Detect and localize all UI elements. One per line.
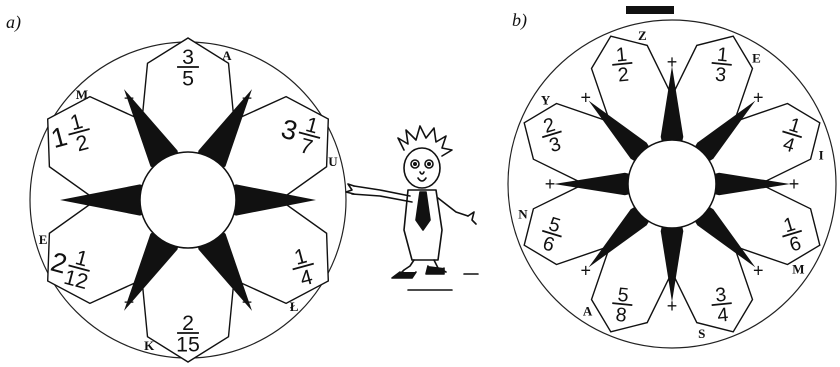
puzzle-b-denominator-7: 2 [617, 64, 630, 87]
puzzle-a-operator-5: − [124, 88, 135, 108]
puzzle-b-letter-5: N [518, 207, 528, 222]
puzzle-a-letter-3: K [144, 338, 155, 353]
puzzle-b-letter-2: M [792, 261, 804, 276]
puzzle-b-letter-3: S [698, 326, 705, 341]
puzzle-b-operator-2: + [753, 260, 764, 280]
puzzle-a-operator-4: − [65, 190, 76, 210]
puzzle-a-letter-1: U [328, 154, 338, 169]
puzzle-b-title: b) [512, 10, 527, 31]
puzzle-b-letter-1: I [819, 147, 824, 162]
puzzle-a-denominator-3: 15 [176, 333, 200, 357]
puzzle-b-denominator-0: 3 [714, 64, 727, 87]
puzzle-a-operator-1: − [301, 190, 312, 210]
puzzle-b-letter-4: A [583, 303, 593, 318]
puzzle-b-operator-7: + [667, 52, 678, 72]
puzzle-a-letter-2: Ł [290, 299, 299, 314]
puzzle-b-center-circle [628, 140, 716, 228]
puzzle-b-letter-7: Z [638, 28, 647, 43]
puzzle-a-numerator-3: 2 [182, 311, 194, 335]
puzzle-a-operator-0: − [242, 88, 253, 108]
puzzle-a-letter-4: E [39, 232, 48, 247]
puzzle-a-title: a) [6, 12, 21, 33]
puzzle-b-denominator-4: 8 [615, 304, 628, 327]
puzzle-a-operator-2: − [242, 292, 253, 312]
puzzle-b-operator-6: + [580, 88, 591, 108]
puzzle-b-letter-6: Y [541, 93, 551, 108]
puzzle-a-center-circle [140, 152, 236, 248]
puzzle-b-operator-3: + [667, 296, 678, 316]
puzzle-a-denominator-0: 5 [182, 67, 194, 91]
puzzle-b-operator-0: + [753, 88, 764, 108]
puzzle-b-letter-0: E [752, 51, 761, 66]
cartoon-professor-icon [346, 126, 478, 290]
puzzle-a-letter-0: A [222, 48, 232, 63]
puzzle-b-edge-mark [626, 6, 674, 14]
puzzle-a-operator-3: − [124, 292, 135, 312]
puzzle-b-operator-4: + [580, 260, 591, 280]
puzzle-b-operator-5: + [545, 174, 556, 194]
puzzle-b-operator-1: + [789, 174, 800, 194]
puzzle-a-letter-5: M [76, 87, 88, 102]
puzzle-b-denominator-3: 4 [716, 304, 729, 327]
puzzle-a-numerator-0: 3 [182, 45, 194, 69]
